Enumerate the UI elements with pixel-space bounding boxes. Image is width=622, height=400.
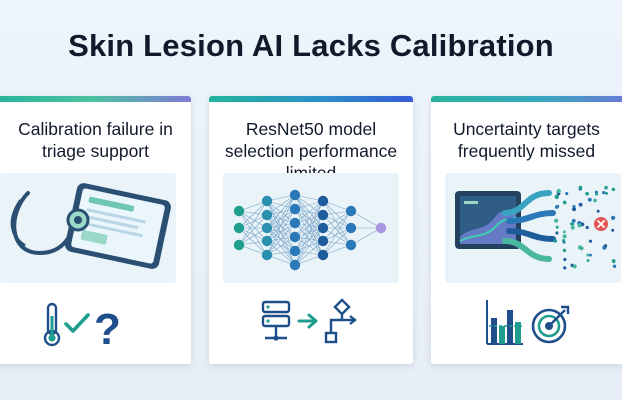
card-calibration-failure: Calibration failure in triage support [0,96,191,364]
monitor-scatter-icon [455,185,617,270]
card-uncertainty: Uncertainty targets frequently missed [431,96,622,364]
server-icon [261,300,291,341]
card-accent-bar [209,96,413,102]
card-title: Calibration failure in triage support [18,119,173,161]
tablet-stethoscope-illustration [0,173,176,283]
neural-network-illustration [223,173,399,283]
flowchart-icon [324,298,357,344]
checkmark-icon [64,313,90,333]
tablet-stethoscope-icon [10,183,171,269]
card-accent-bar [0,96,191,102]
card-title: Uncertainty targets frequently missed [453,119,600,161]
monitor-scatter-illustration [445,173,621,283]
card-accent-bar [431,96,622,102]
thermometer-icon [43,302,61,347]
target-icon [531,305,570,344]
page-title: Skin Lesion AI Lacks Calibration [68,28,554,63]
icon-row [209,296,413,356]
error-x-icon [594,217,608,231]
neural-network-icon [233,189,387,271]
icon-row [431,296,622,356]
icon-row: ? [0,296,191,356]
arrow-right-icon [297,313,318,329]
question-mark-icon: ? [94,305,121,354]
card-resnet50: ResNet50 model selection performance lim… [209,96,413,364]
bar-chart-icon [486,300,523,345]
